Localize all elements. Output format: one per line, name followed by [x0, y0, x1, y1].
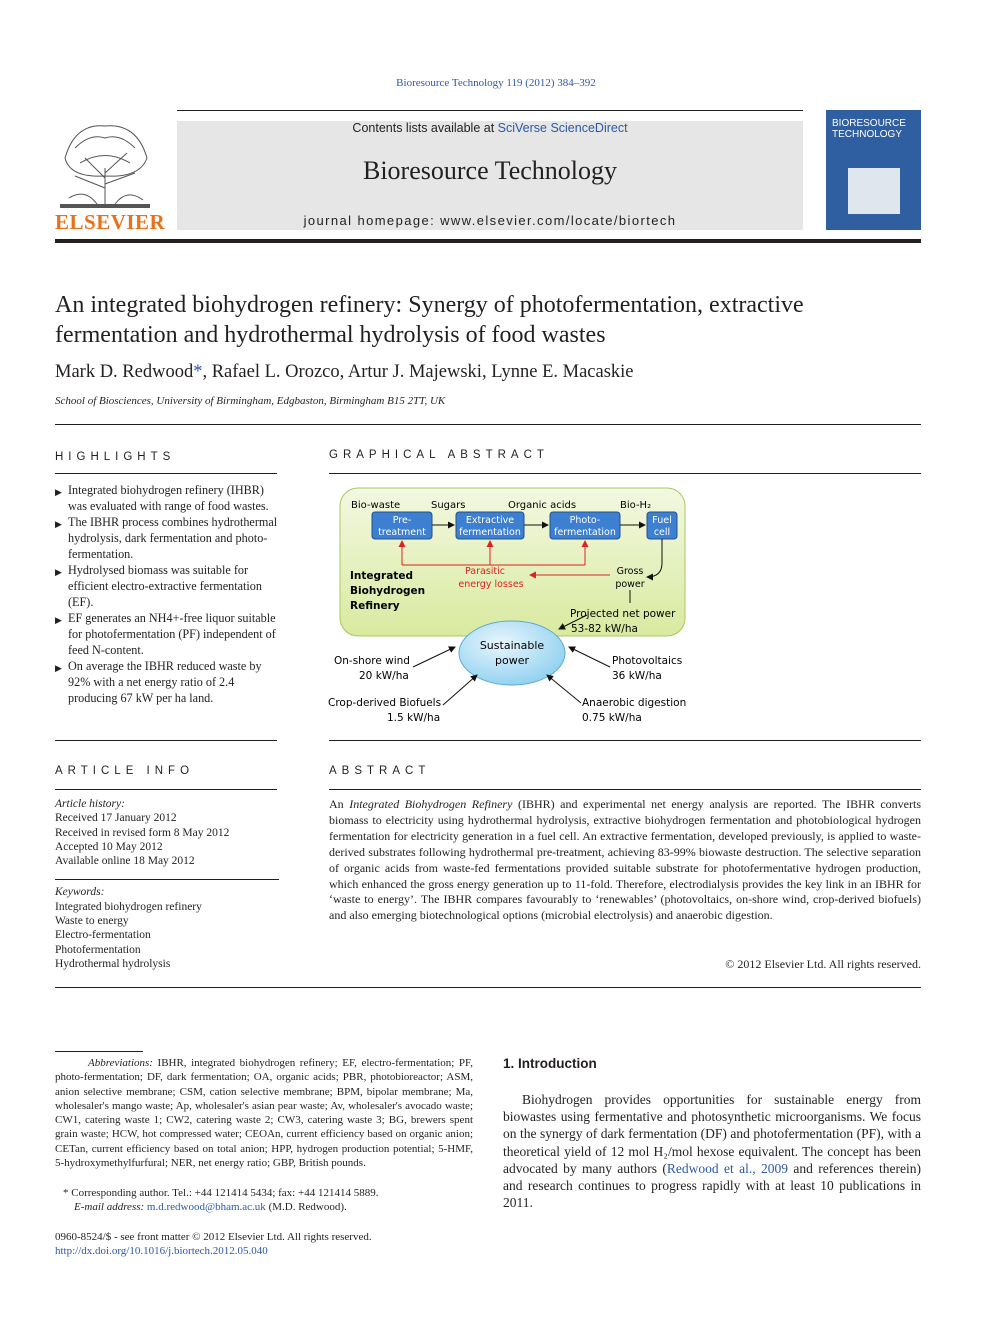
arrow-net-to-sustainable: [558, 614, 588, 630]
parasitic-label-2: energy losses: [458, 579, 523, 590]
photo-label-1: Photo-: [570, 515, 601, 526]
contents-line: Contents lists available at SciVerse Sci…: [352, 121, 628, 135]
highlights-heading: HIGHLIGHTS: [55, 451, 176, 463]
highlights-list: Integrated biohydrogen refinery (IHBR) w…: [55, 482, 279, 706]
history-item: Accepted 10 May 2012: [55, 840, 163, 853]
pv-label-2: 36 kW/ha: [612, 670, 662, 682]
arrow-ad: [546, 674, 582, 704]
sustainable-label-2: power: [495, 654, 529, 667]
keywords-label: Keywords:: [55, 886, 105, 899]
photo-label-2: fermentation: [554, 527, 616, 538]
highlight-item: The IBHR process combines hydrothermal h…: [55, 514, 279, 562]
fuel-label-1: Fuel: [652, 515, 671, 526]
affiliation: School of Biosciences, University of Bir…: [55, 395, 446, 407]
arrow-pv: [568, 646, 611, 668]
title-rule: [55, 424, 921, 425]
graphical-abstract-heading: GRAPHICAL ABSTRACT: [329, 449, 549, 461]
abstract-rule: [329, 789, 921, 790]
ibr-label-2: Biohydrogen: [350, 585, 425, 597]
cover-title: BIORESOURCE TECHNOLOGY: [832, 118, 906, 140]
journal-homepage[interactable]: journal homepage: www.elsevier.com/locat…: [303, 213, 677, 228]
biofuel-label-2: 1.5 kW/ha: [387, 712, 440, 724]
pretreatment-label-2: treatment: [378, 527, 426, 538]
history-item: Available online 18 May 2012: [55, 855, 195, 868]
organic-acids-label: Organic acids: [508, 500, 576, 511]
keyword-item: Hydrothermal hydrolysis: [55, 957, 171, 970]
extractive-label-2: fermentation: [459, 527, 521, 538]
issn-line: 0960-8524/$ - see front matter © 2012 El…: [55, 1231, 372, 1243]
introduction-text: Biohydrogen provides opportunities for s…: [503, 1092, 921, 1211]
abstract-copyright: © 2012 Elsevier Ltd. All rights reserved…: [725, 957, 921, 971]
article-info-heading: ARTICLE INFO: [55, 765, 195, 777]
journal-citation[interactable]: Bioresource Technology 119 (2012) 384–39…: [396, 77, 596, 89]
graphical-abstract-bottom-rule: [329, 740, 921, 741]
corresponding-author-mark[interactable]: *: [193, 362, 203, 382]
bio-waste-label: Bio-waste: [351, 500, 400, 511]
introduction-heading: 1. Introduction: [503, 1056, 597, 1071]
ibr-label-1: Integrated: [350, 570, 413, 582]
history-item: Received in revised form 8 May 2012: [55, 826, 230, 839]
biofuel-label-1: Crop-derived Biofuels: [328, 697, 441, 709]
pretreatment-label-1: Pre-: [393, 515, 412, 526]
parasitic-label-1: Parasitic: [465, 566, 505, 577]
net-power-label-2: 53-82 kW/ha: [571, 623, 638, 635]
pv-label-1: Photovoltaics: [612, 655, 682, 667]
extractive-label-1: Extractive: [466, 515, 514, 526]
issn-block: 0960-8524/$ - see front matter © 2012 El…: [55, 1230, 473, 1259]
article-title: An integrated biohydrogen refinery: Syne…: [55, 292, 804, 348]
highlight-item: Hydrolysed biomass was suitable for effi…: [55, 562, 279, 610]
front-matter-rule: [55, 987, 921, 988]
wind-label-1: On-shore wind: [334, 655, 410, 667]
wind-label-2: 20 kW/ha: [359, 670, 409, 682]
ad-label-1: Anaerobic digestion: [582, 697, 686, 709]
gross-label-2: power: [615, 579, 644, 590]
reference-link[interactable]: Redwood et al., 2009: [666, 1160, 788, 1176]
abstract-heading: ABSTRACT: [329, 765, 431, 777]
article-info-block: Article history: Received 17 January 201…: [55, 797, 279, 971]
journal-title: Bioresource Technology: [362, 156, 618, 185]
keywords-rule: [55, 879, 279, 881]
keyword-item: Waste to energy: [55, 915, 129, 928]
history-item: Received 17 January 2012: [55, 812, 177, 825]
journal-header-box: [177, 121, 803, 230]
doi-link[interactable]: http://dx.doi.org/10.1016/j.biortech.201…: [55, 1245, 268, 1258]
sustainable-label-1: Sustainable: [480, 639, 545, 652]
arrow-fc-gross: [646, 539, 663, 581]
highlight-item: EF generates an NH4+-free liquor suitabl…: [55, 610, 279, 658]
elsevier-logo-text: ELSEVIER: [55, 210, 166, 234]
sugars-label: Sugars: [431, 500, 465, 511]
header-rule: [177, 110, 803, 111]
gross-label-1: Gross: [617, 566, 644, 577]
arrow-biofuel: [442, 674, 478, 706]
elsevier-tree-logo: [60, 125, 150, 208]
sustainable-power-ellipse: [458, 620, 566, 686]
article-info-rule: [55, 789, 277, 790]
net-power-label-1: Projected net power: [570, 608, 676, 620]
ad-label-2: 0.75 kW/ha: [582, 712, 642, 724]
fuel-label-2: cell: [654, 527, 670, 538]
keyword-item: Electro-fermentation: [55, 929, 151, 942]
email-link[interactable]: m.d.redwood@bham.ac.uk: [146, 1201, 266, 1214]
author-list: Mark D. Redwood*, Rafael L. Orozco, Artu…: [55, 362, 634, 382]
bio-h2-label: Bio-H₂: [620, 500, 651, 511]
keyword-item: Integrated biohydrogen refinery: [55, 900, 202, 913]
graphical-abstract-rule: [329, 473, 921, 474]
cover-image: [848, 168, 900, 214]
sciencedirect-link[interactable]: SciVerse ScienceDirect: [497, 121, 628, 135]
ibr-label-3: Refinery: [350, 600, 400, 612]
graphical-abstract-diagram: Bio-waste Sugars Organic acids Bio-H₂ Pr…: [328, 487, 686, 724]
highlights-rule: [55, 473, 277, 474]
highlight-item: On average the IBHR reduced waste by 92%…: [55, 658, 279, 706]
arrow-wind: [412, 646, 456, 668]
highlights-bottom-rule: [55, 740, 277, 741]
header-thick-rule: [55, 239, 921, 243]
corresponding-footnote: * Corresponding author. Tel.: +44 121414…: [63, 1187, 379, 1214]
keyword-item: Photofermentation: [55, 943, 141, 956]
abstract-text: An Integrated Biohydrogen Refinery (IBHR…: [329, 797, 921, 923]
footnote-rule: [55, 1051, 143, 1052]
abbreviations-footnote: Abbreviations: IBHR, integrated biohydro…: [55, 1057, 473, 1170]
highlight-item: Integrated biohydrogen refinery (IHBR) w…: [55, 482, 279, 514]
history-label: Article history:: [55, 798, 125, 810]
